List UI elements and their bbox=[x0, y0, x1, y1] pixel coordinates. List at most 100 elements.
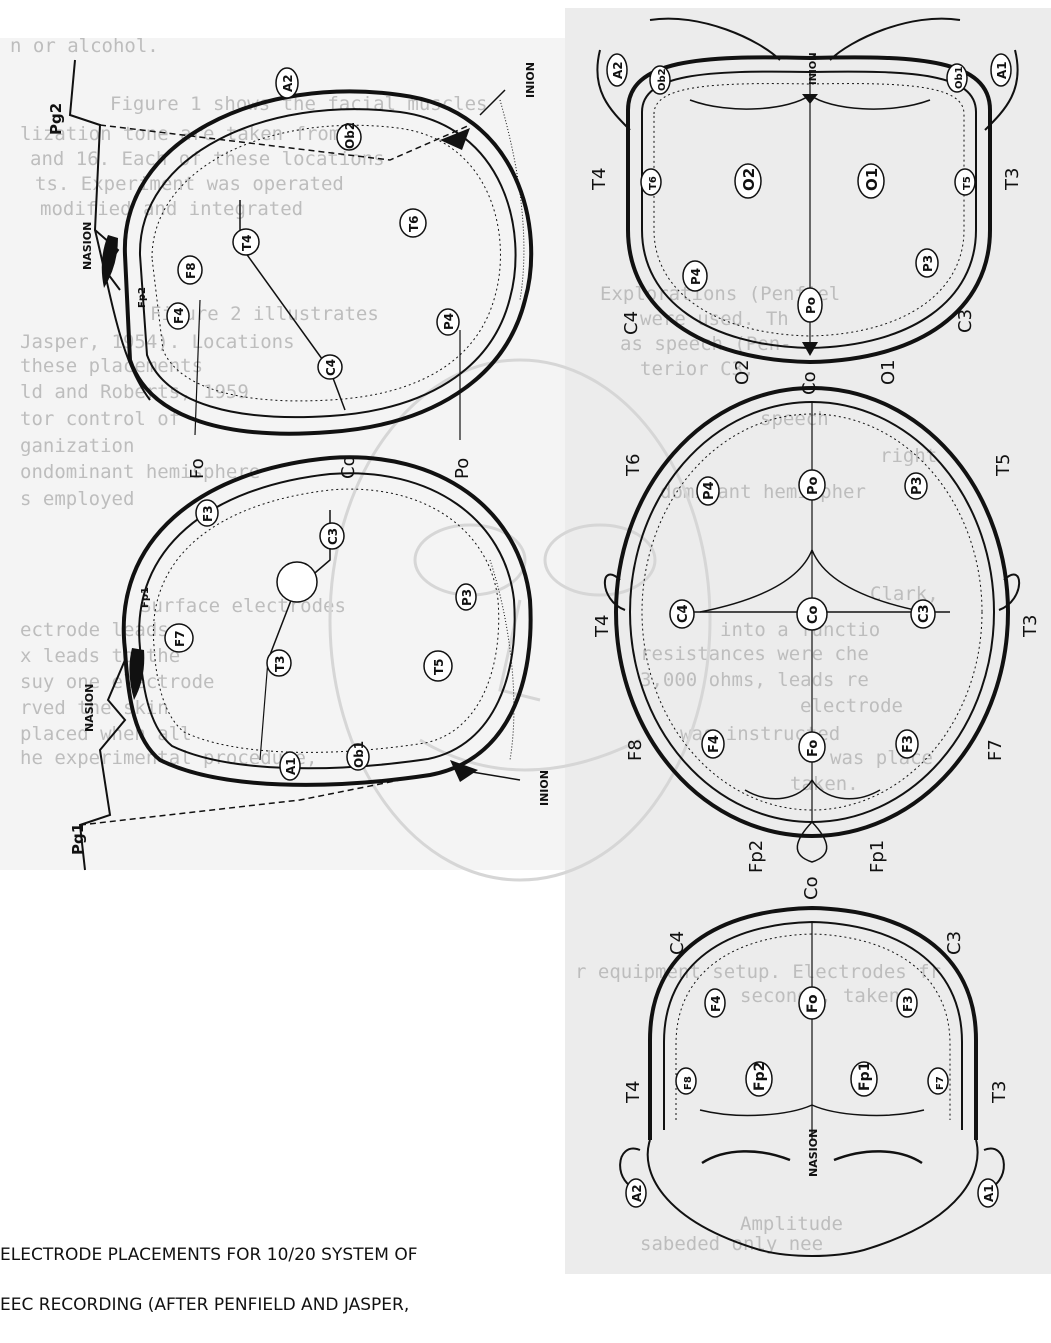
label-a1-lat: A1 bbox=[284, 757, 298, 775]
label-o2-post: O2 bbox=[740, 168, 758, 191]
label-t4-lat: T4 bbox=[240, 234, 254, 251]
background-text-line: Amplitude bbox=[740, 1213, 843, 1235]
label-a2-post: A2 bbox=[611, 61, 625, 79]
label-po-lat: Po bbox=[452, 458, 473, 479]
label-a2-lat: A2 bbox=[281, 74, 295, 92]
background-text-line: ts. Experiment was operated bbox=[35, 173, 344, 195]
label-a2-ant: A2 bbox=[630, 1184, 644, 1202]
label-p4-sup: P4 bbox=[702, 481, 717, 500]
background-text-line: Surface electrodes bbox=[140, 595, 346, 617]
background-text-line: ectrode leads bbox=[20, 619, 169, 641]
label-co-post: Co bbox=[799, 371, 820, 395]
background-text-line: dominant hemispher bbox=[660, 481, 866, 503]
label-c3-post: C3 bbox=[955, 309, 976, 333]
background-text-line: ld and Roberts, 1959 bbox=[20, 381, 249, 403]
label-nasion-bottom: NASION bbox=[83, 684, 96, 732]
label-fp2-lat: Fp2 bbox=[137, 287, 148, 308]
label-fp1-sup: Fp1 bbox=[867, 840, 888, 873]
label-f3-ant: F3 bbox=[901, 995, 915, 1012]
label-t3-lat: T3 bbox=[273, 655, 287, 672]
label-co-ant: Co bbox=[801, 876, 822, 900]
label-o1-post: O1 bbox=[863, 168, 881, 191]
label-t5-lat: T5 bbox=[432, 658, 446, 675]
caption-line-2: EEC RECORDING (AFTER PENFIELD AND JASPER… bbox=[0, 1293, 560, 1318]
label-f8-sup: F8 bbox=[625, 739, 646, 761]
caption-line-1: ELECTRODE PLACEMENTS FOR 10/20 SYSTEM OF bbox=[0, 1243, 560, 1268]
background-text-line: modified and integrated bbox=[40, 198, 303, 220]
background-text-line: r equipment setup. Electrodes fr bbox=[575, 961, 941, 983]
label-p4-lat: P4 bbox=[442, 313, 456, 330]
label-f4-lat: F4 bbox=[172, 307, 186, 324]
background-text-line: s employed bbox=[20, 488, 134, 510]
label-fp2-ant: Fp2 bbox=[752, 1062, 768, 1091]
label-t4-sup: T4 bbox=[592, 615, 613, 638]
label-pg1: Pg1 bbox=[69, 823, 87, 855]
label-t6-sup: T6 bbox=[623, 454, 644, 477]
label-p3-sup: P3 bbox=[910, 476, 925, 495]
label-o1-sup: O1 bbox=[878, 359, 899, 385]
background-text-line: x leads to the bbox=[20, 645, 180, 667]
label-fo-sup: Fo bbox=[806, 740, 821, 757]
label-po-post: Po bbox=[804, 297, 818, 314]
label-f3-sup: F3 bbox=[901, 735, 916, 753]
label-a1-ant: A1 bbox=[982, 1184, 996, 1202]
label-pg2: Pg2 bbox=[47, 103, 65, 135]
label-fp1-ant: Fp1 bbox=[857, 1062, 873, 1091]
background-text-line: suy one electrode bbox=[20, 671, 214, 693]
background-text-line: ondominant hemisphere bbox=[20, 461, 260, 483]
figure-caption: ELECTRODE PLACEMENTS FOR 10/20 SYSTEM OF… bbox=[0, 1218, 560, 1343]
label-nasion-top: NASION bbox=[81, 222, 94, 270]
label-c4-post: C4 bbox=[621, 311, 642, 335]
label-ob1-post: Ob1 bbox=[954, 66, 965, 89]
label-c4-ant: C4 bbox=[667, 931, 688, 955]
label-f7-lat: F7 bbox=[173, 630, 187, 647]
label-po-sup: Po bbox=[806, 476, 821, 495]
label-inion-post: INION bbox=[808, 52, 819, 85]
label-fo-ant: Fo bbox=[805, 994, 821, 1013]
background-text-line: and 16. Each of these locations bbox=[30, 148, 385, 170]
label-o2-sup: O2 bbox=[732, 359, 753, 385]
label-inion-top: INION bbox=[524, 62, 537, 98]
background-text-line: n or alcohol. bbox=[10, 35, 159, 57]
label-ob2-lat: Ob2 bbox=[343, 122, 357, 149]
label-t6-post: T6 bbox=[648, 176, 659, 190]
label-ob1-lat: Ob1 bbox=[352, 741, 366, 768]
label-t3-post: T3 bbox=[1002, 168, 1023, 191]
background-text-line: these placements bbox=[20, 355, 203, 377]
label-co-sup: Co bbox=[806, 605, 821, 624]
label-f8-lat: F8 bbox=[184, 262, 198, 279]
label-inion-bottom: INION bbox=[538, 770, 551, 806]
label-c3-sup: C3 bbox=[917, 604, 932, 623]
label-ob2-post: Ob2 bbox=[657, 68, 668, 91]
label-t6-lat: T6 bbox=[407, 215, 421, 232]
electrode-placement-figure: n or alcohol.Figure 1 shows the facial m… bbox=[0, 0, 1051, 1274]
background-text-line: Jasper, 1954). Locations bbox=[20, 331, 295, 353]
label-nasion-ant: NASION bbox=[807, 1129, 820, 1177]
background-text-line: electrode bbox=[800, 695, 903, 717]
label-t3-ant: T3 bbox=[989, 1081, 1010, 1104]
label-t4-post: T4 bbox=[589, 168, 610, 191]
background-text-line: speech bbox=[760, 408, 829, 430]
label-f7-ant: F7 bbox=[935, 1076, 946, 1090]
background-text-line: 3,000 ohms, leads re bbox=[640, 669, 869, 691]
label-f3-lat: F3 bbox=[201, 505, 215, 522]
label-p3-post: P3 bbox=[921, 255, 935, 272]
label-p3-lat: P3 bbox=[460, 589, 474, 606]
label-c3-ant: C3 bbox=[944, 931, 965, 955]
label-c4-lat: C4 bbox=[324, 359, 338, 376]
label-f4-ant: F4 bbox=[709, 995, 723, 1012]
background-text-line: tor control of bbox=[20, 408, 180, 430]
background-text-line: ganization bbox=[20, 435, 134, 457]
label-f7-sup: F7 bbox=[985, 739, 1006, 761]
background-text-line: resistances were che bbox=[640, 643, 869, 665]
label-t4-ant: T4 bbox=[623, 1081, 644, 1104]
label-f8-ant: F8 bbox=[683, 1076, 694, 1090]
label-c3-lat: C3 bbox=[326, 528, 340, 545]
background-text-line: sabeded only nee bbox=[640, 1233, 823, 1255]
label-fo-lat: Fo bbox=[187, 458, 208, 479]
label-t3-sup: T3 bbox=[1020, 615, 1041, 638]
label-a1-post: A1 bbox=[995, 61, 1009, 79]
label-t5-post: T5 bbox=[962, 176, 973, 190]
label-f4-sup: F4 bbox=[707, 735, 722, 753]
label-c4-sup: C4 bbox=[676, 604, 691, 623]
